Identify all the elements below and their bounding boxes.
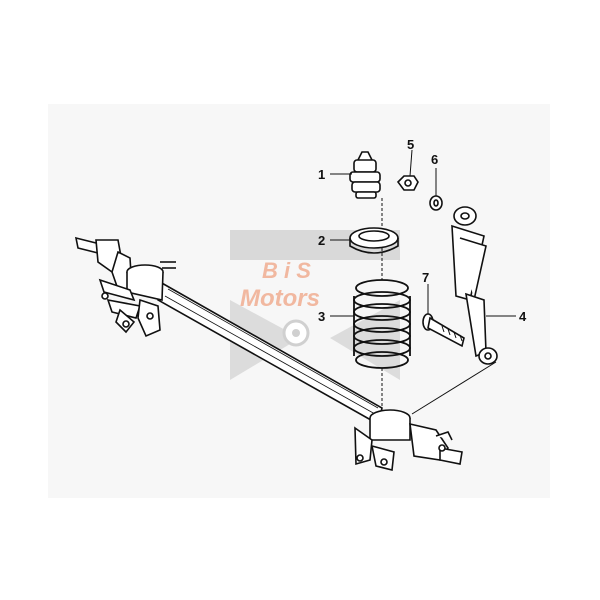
left-wheel-hub [74, 236, 176, 338]
callout-6: 6 [431, 152, 438, 167]
right-wheel-hub [354, 409, 463, 471]
callout-1: 1 [318, 167, 325, 182]
callout-3: 3 [318, 309, 325, 324]
callout-2: 2 [318, 233, 325, 248]
spring-seat-icon [349, 227, 399, 254]
nut-icon [396, 175, 419, 191]
callout-7: 7 [422, 270, 429, 285]
leader-lines [330, 149, 516, 415]
callout-numbers: 1 2 3 4 5 6 7 [318, 137, 527, 324]
bolt-icon [422, 313, 465, 348]
bump-stop-icon [349, 151, 381, 199]
watermark-line-2: Motors [240, 285, 320, 312]
shock-absorber-icon [451, 206, 498, 365]
callout-5: 5 [407, 137, 414, 152]
watermark-line-1: B i S [262, 258, 311, 283]
washer-icon [429, 195, 443, 211]
callout-4: 4 [519, 309, 527, 324]
